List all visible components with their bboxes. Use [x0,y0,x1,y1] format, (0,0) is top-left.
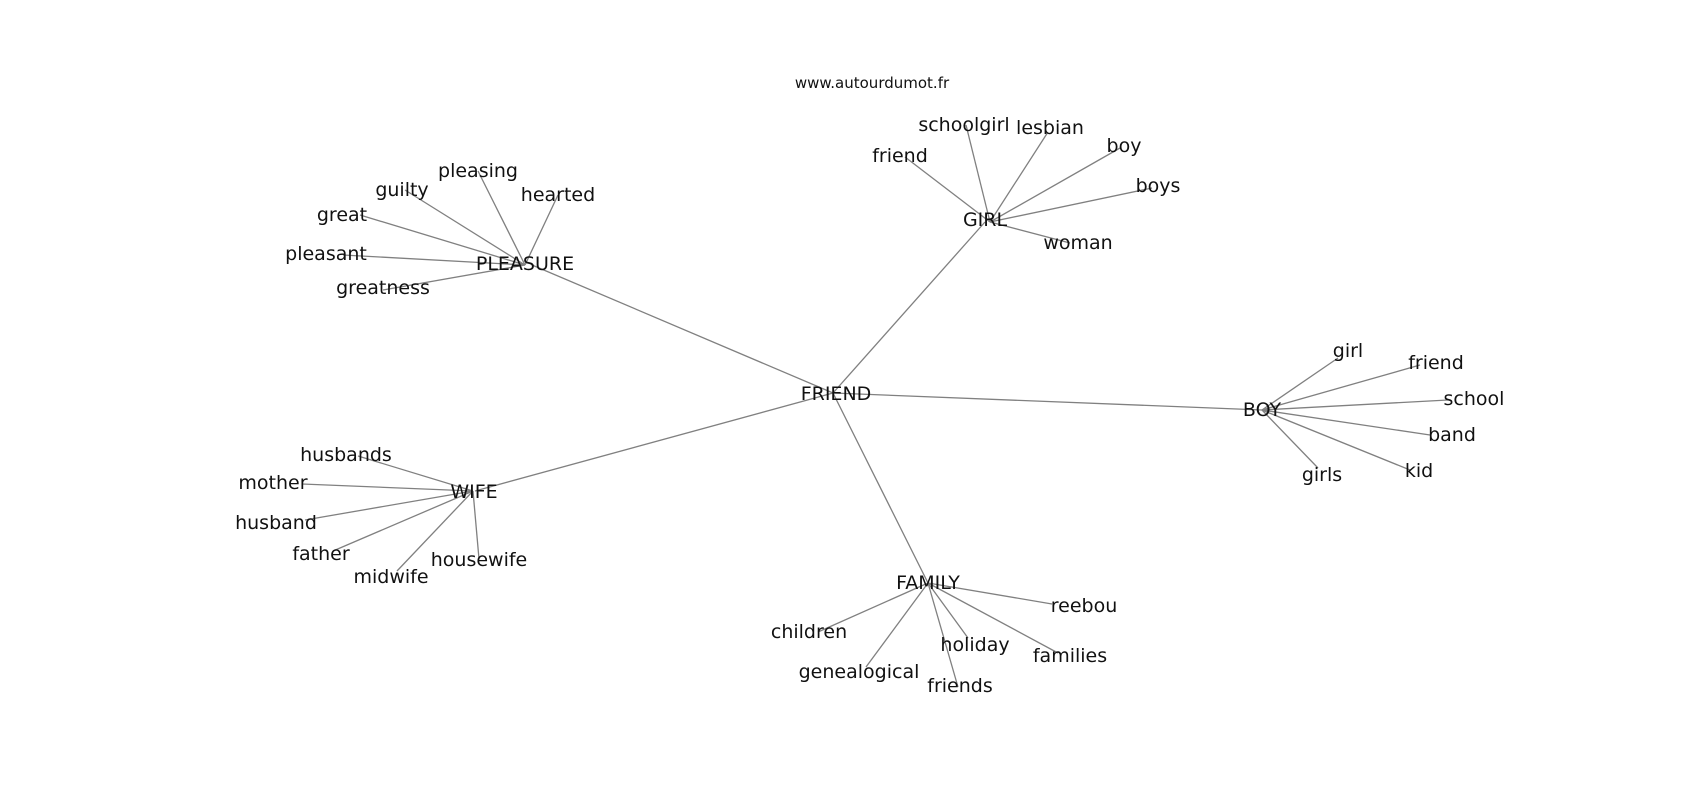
edge-pleasure-great [359,214,526,266]
edge-girl-boy [989,147,1121,223]
node-term: boy [1107,135,1142,157]
node-term: holiday [940,634,1009,656]
node-hub-boy: BOY [1243,399,1282,421]
node-term: pleasing [438,160,518,182]
node-hub-family: FAMILY [896,572,960,594]
edge-boy-kid [1261,409,1411,471]
edge-boy-girls [1261,409,1319,469]
edge-family-genealogical [865,582,929,668]
edge-family-friends [927,582,959,688]
node-term: midwife [353,566,428,588]
edge-pleasure-pleasant [342,254,526,266]
node-term: great [317,204,367,226]
edge-girl-schoolgirl [965,124,991,223]
edge-girl-lesbian [989,131,1049,223]
node-term: greatness [336,277,430,299]
node-term: girl [1333,340,1363,362]
node-term: friends [927,675,992,697]
node-term: guilty [375,179,428,201]
node-term: school [1444,388,1505,410]
node-term: families [1033,645,1107,667]
node-term: mother [238,472,307,494]
edge-wife-husbands [357,455,474,492]
node-center: FRIEND [801,383,872,405]
edge-friend-pleasure [531,264,834,394]
source-label: www.autourdumot.fr [795,74,950,92]
edge-wife-husband [304,490,474,521]
node-term: husbands [300,444,392,466]
edge-friend-boy [832,392,1263,411]
edge-wife-housewife [472,490,480,560]
edge-pleasure-greatness [382,264,526,291]
node-term: husband [235,512,317,534]
edge-boy-girl [1261,357,1339,411]
edge-family-holiday [927,582,969,639]
edge-boy-band [1261,409,1431,436]
edge-friend-wife [474,392,834,492]
node-term: pleasant [285,243,367,265]
node-term: girls [1302,464,1342,486]
node-term: friend [872,145,928,167]
edge-girl-boys [989,187,1153,223]
node-term: children [771,621,847,643]
edge-boy-school [1261,399,1449,411]
edge-family-families [927,582,1059,654]
node-hub-wife: WIFE [450,481,497,503]
edge-wife-mother [301,483,474,492]
node-term: boys [1136,175,1181,197]
node-term: genealogical [799,661,920,683]
edge-boy-friend [1261,364,1421,411]
node-hub-girl: GIRL [963,209,1008,231]
edge-wife-father [332,490,474,552]
edge-wife-midwife [396,490,474,572]
edge-family-children [817,582,929,633]
node-term: reebou [1051,595,1118,617]
node-term: schoolgirl [918,114,1009,136]
edge-family-reebou [927,582,1053,605]
node-term: lesbian [1016,117,1084,139]
edge-pleasure-pleasing [477,170,526,266]
node-term: woman [1043,232,1112,254]
node-hub-pleasure: PLEASURE [476,253,574,275]
node-term: band [1428,424,1476,446]
edge-pleasure-guilty [404,189,526,266]
edge-girl-woman [989,221,1071,244]
edge-girl-friend [904,156,991,223]
edge-friend-family [832,392,929,584]
node-term: friend [1408,352,1464,374]
node-term: father [292,543,350,565]
edge-friend-girl [832,221,986,394]
node-term: hearted [521,184,595,206]
node-term: kid [1405,460,1433,482]
edge-pleasure-hearted [524,194,559,266]
node-term: housewife [431,549,528,571]
